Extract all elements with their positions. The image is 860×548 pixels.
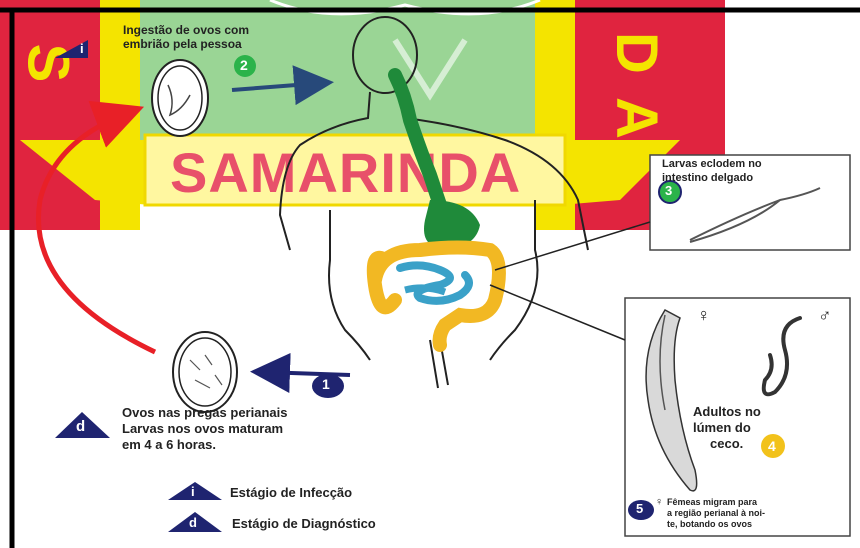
stage5-female-symbol: ♀ [655, 496, 663, 509]
male-symbol: ♂ [818, 305, 832, 326]
small-intestine [400, 265, 469, 300]
stage1-line2: Larvas nos ovos maturam [122, 422, 283, 437]
stage1-number: 1 [322, 376, 330, 392]
stage5-line1: Fêmeas migram para [667, 497, 757, 507]
esophagus [395, 75, 440, 205]
stage2-line2: embrião pela pessoa [123, 38, 242, 52]
arrow-body-to-egg [262, 372, 350, 375]
stage1-letter: d [76, 418, 85, 435]
stage5-number: 5 [636, 502, 643, 517]
stage1-line1: Ovos nas pregas perianais [122, 406, 287, 421]
stage5-line2: a região perianal à noi- [667, 508, 765, 518]
female-symbol: ♀ [697, 305, 711, 326]
pointer-larva [495, 222, 650, 270]
head-outline [353, 17, 417, 93]
arrow-red-cycle [38, 112, 155, 352]
stage3-line1: Larvas eclodem no [662, 158, 762, 171]
legend-diagnostic-letter: d [189, 516, 197, 531]
legend-infection-label: Estágio de Infecção [230, 486, 352, 501]
stage3-number: 3 [665, 184, 672, 199]
egg-perianal [173, 332, 237, 412]
stage4-number: 4 [768, 438, 776, 454]
arrow-egg-to-mouth [232, 83, 322, 90]
left-torso-outline [329, 210, 370, 360]
small-intestine-loop [405, 288, 445, 292]
stage4-line2: lúmen do [693, 421, 751, 436]
triangle-legend-infection [168, 482, 222, 500]
pointer-adults [490, 285, 625, 340]
stage5-line3: te, botando os ovos [667, 519, 752, 529]
embryonated-egg-top [152, 60, 208, 136]
stage2-number: 2 [240, 57, 248, 73]
legend-diagnostic-label: Estágio de Diagnóstico [232, 517, 376, 532]
legend-infection-letter: i [191, 485, 195, 500]
stage4-line1: Adultos no [693, 405, 761, 420]
colon [374, 248, 499, 346]
stage2-letter: i [80, 42, 84, 57]
left-shoulder-outline [280, 92, 370, 250]
stage4-line3: ceco. [710, 437, 743, 452]
stage3-line2: intestino delgado [662, 172, 753, 185]
stage1-line3: em 4 a 6 horas. [122, 438, 216, 453]
stage2-line1: Ingestão de ovos com [123, 24, 249, 38]
